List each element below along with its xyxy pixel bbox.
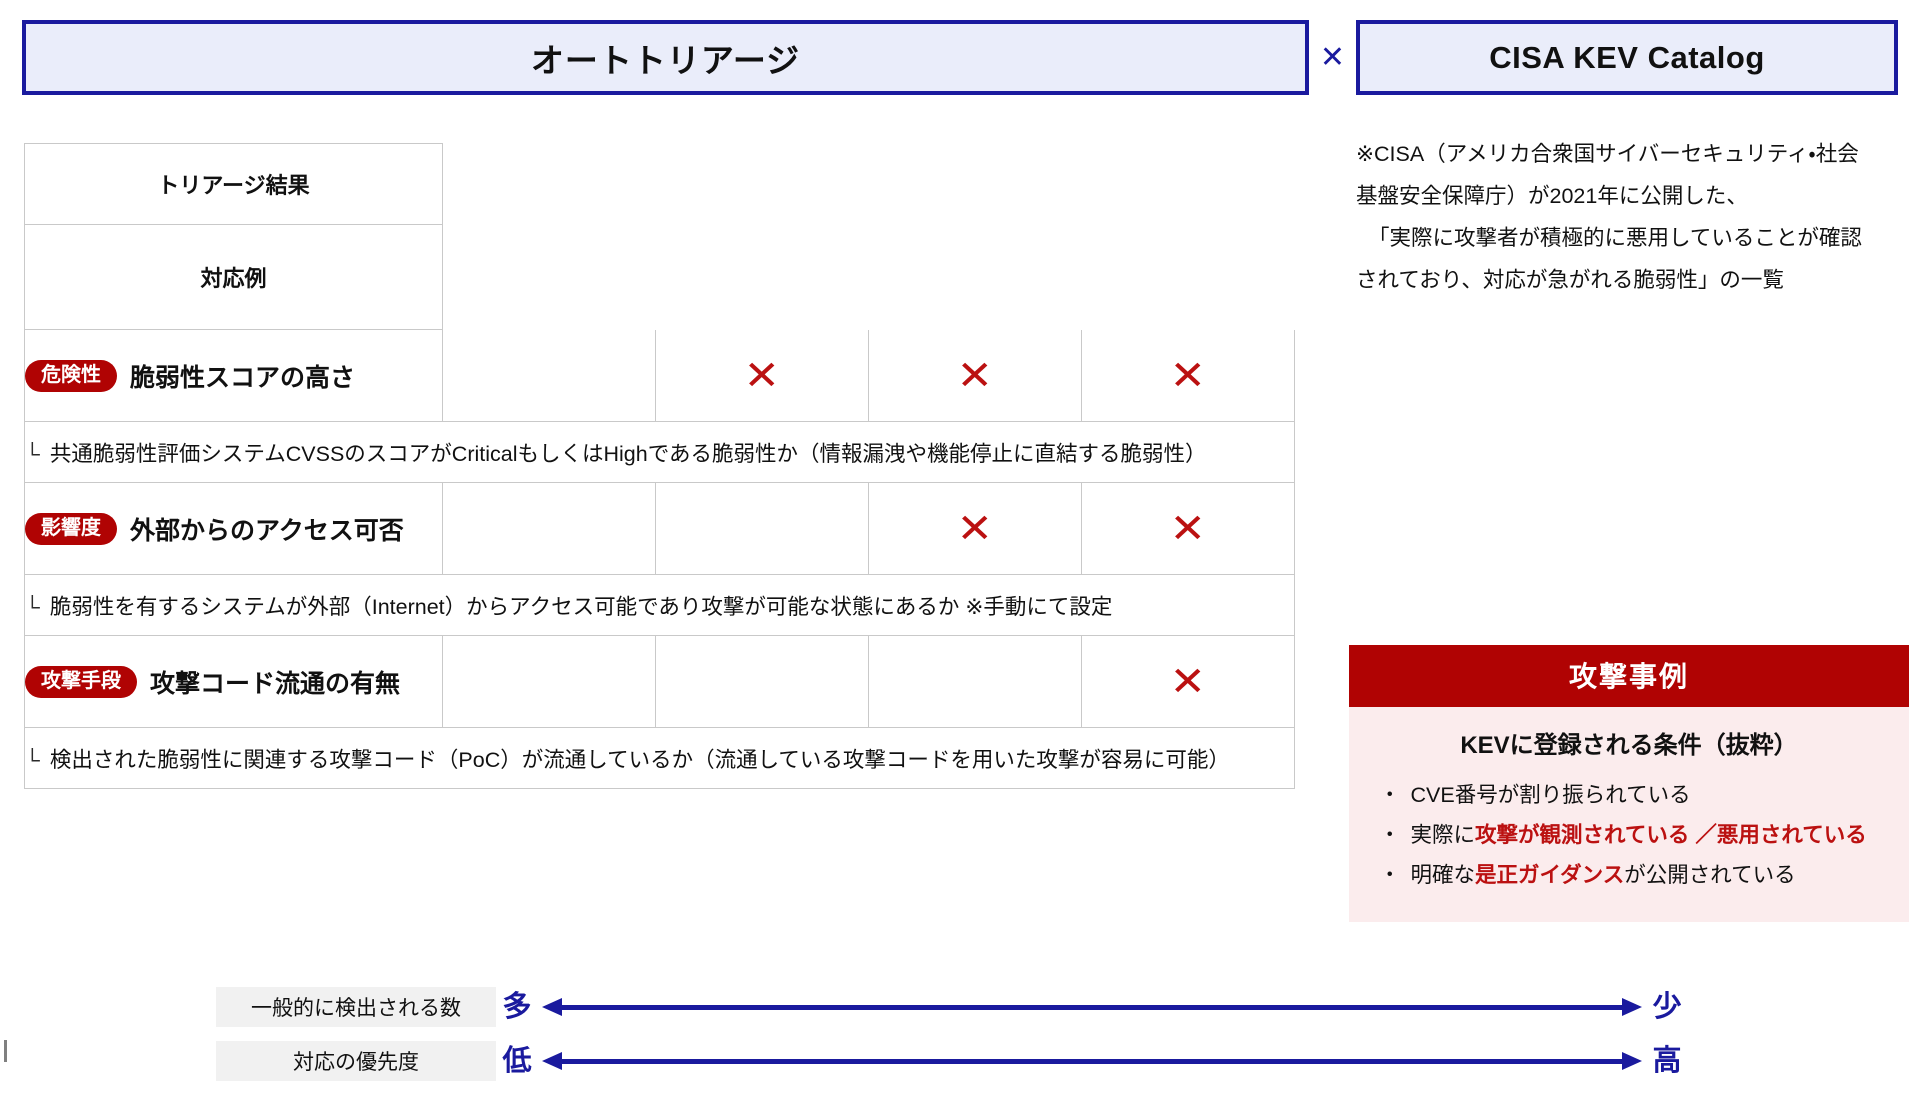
criterion-note-1: └ 脆弱性を有するシステムが外部（Internet）からアクセス可能であり攻撃が… — [24, 574, 1295, 636]
criterion-title-0: 脆弱性スコアの高さ — [130, 363, 356, 392]
column-header-immediate: Immediate — [1081, 143, 1295, 225]
times-separator-glyph: ✕ — [1319, 40, 1346, 74]
arrow-shaft — [560, 1059, 1624, 1064]
criterion-row-0: 危険性 脆弱性スコアの高さ ✕ ✕ ✕ — [24, 329, 1295, 422]
attack-case-bullet-1: ・ 実際に攻撃が観測されている ／悪用されている — [1353, 816, 1905, 856]
x-mark-icon: ✕ — [956, 353, 994, 398]
matrix-header-row: トリアージ結果 None Minor Delayed Immediate — [24, 143, 1295, 225]
criterion-badge-2: 攻撃手段 — [25, 665, 137, 698]
x-mark-icon: ✕ — [1169, 506, 1207, 551]
criterion-note-0: └ 共通脆弱性評価システムCVSSのスコアがCriticalもしくはHighであ… — [24, 421, 1295, 483]
legend-row-detection-count: 一般的に検出される数 多 少 — [216, 984, 1688, 1030]
legend-double-arrow-icon-0 — [542, 994, 1642, 1020]
legend-left-end-1: 低 — [502, 1044, 532, 1077]
criterion-badge-1: 影響度 — [25, 512, 117, 545]
criterion-title-1: 外部からのアクセス可否 — [130, 516, 404, 545]
criterion-0-mark-delayed: ✕ — [868, 329, 1082, 422]
times-separator-icon: ✕ — [1309, 20, 1356, 95]
example-delayed: 2週間以内に対処 — [868, 224, 1082, 330]
criterion-note-row-2: └ 検出された脆弱性に関連する攻撃コード（PoC）が流通しているか（流通している… — [24, 727, 1295, 789]
attack-case-bullet-text-1: 実際に攻撃が観測されている ／悪用されている — [1410, 822, 1867, 847]
legend-label-detection-count: 一般的に検出される数 — [216, 987, 496, 1027]
criterion-note-text-2: 検出された脆弱性に関連する攻撃コード（PoC）が流通しているか（流通している攻撃… — [49, 747, 1230, 772]
criterion-badge-0: 危険性 — [25, 359, 117, 392]
criterion-label-1: 影響度 外部からのアクセス可否 — [24, 482, 443, 575]
criterion-title-2: 攻撃コード流通の有無 — [150, 669, 401, 698]
criterion-label-2: 攻撃手段 攻撃コード流通の有無 — [24, 635, 443, 728]
arrow-head-left-icon — [542, 1052, 562, 1070]
cisa-description-line-1: ※CISA（アメリカ合衆国サイバーセキュリティ・社会 — [1356, 142, 1859, 166]
x-mark-icon: ✕ — [1169, 659, 1207, 704]
criterion-note-row-1: └ 脆弱性を有するシステムが外部（Internet）からアクセス可能であり攻撃が… — [24, 574, 1295, 636]
column-header-none: None — [442, 143, 656, 225]
criterion-row-2: 攻撃手段 攻撃コード流通の有無 ✕ — [24, 635, 1295, 728]
criterion-0-mark-none — [442, 329, 656, 422]
criterion-2-mark-none — [442, 635, 656, 728]
example-immediate: 日次で対処 — [1081, 224, 1295, 330]
arrow-head-left-icon — [542, 998, 562, 1016]
legend-left-end-0: 多 — [502, 990, 532, 1023]
criterion-2-mark-minor — [655, 635, 869, 728]
auto-triage-banner: オートトリアージ — [22, 20, 1309, 95]
column-header-minor: Minor — [655, 143, 869, 225]
matrix-example-row-label: 対応例 — [24, 224, 443, 330]
triage-matrix-table: トリアージ結果 None Minor Delayed Immediate 対応例… — [24, 143, 1295, 789]
arrow-shaft — [560, 1005, 1624, 1010]
auto-triage-banner-label: オートトリアージ — [530, 41, 801, 79]
bullet-dot-icon: ・ — [1379, 862, 1401, 887]
x-mark-icon: ✕ — [956, 506, 994, 551]
criterion-note-text-1: 脆弱性を有するシステムが外部（Internet）からアクセス可能であり攻撃が可能… — [49, 594, 1113, 619]
criterion-0-mark-immediate: ✕ — [1081, 329, 1295, 422]
x-mark-icon: ✕ — [743, 353, 781, 398]
legend-row-priority: 対応の優先度 低 高 — [216, 1038, 1688, 1084]
example-none: 現時点では対処しない — [442, 224, 656, 330]
criterion-0-mark-minor: ✕ — [655, 329, 869, 422]
cisa-kev-catalog-banner: CISA KEV Catalog — [1356, 20, 1898, 95]
bullet-dot-icon: ・ — [1379, 783, 1401, 807]
criterion-2-mark-immediate: ✕ — [1081, 635, 1295, 728]
attack-case-bullet-2: ・ 明確な是正ガイダンスが公開されている — [1353, 856, 1905, 896]
cisa-description-line-4: されており、対応が急がれる脆弱性」の一覧 — [1356, 267, 1784, 292]
bullet-dot-icon: ・ — [1379, 822, 1401, 847]
criterion-1-mark-minor — [655, 482, 869, 575]
arrow-head-right-icon — [1622, 998, 1642, 1016]
criterion-note-row-0: └ 共通脆弱性評価システムCVSSのスコアがCriticalもしくはHighであ… — [24, 421, 1295, 483]
attack-case-box-body: KEVに登録される条件（抜粋） ・ CVE番号が割り振られている ・ 実際に攻撃… — [1349, 707, 1909, 922]
legend-label-priority: 対応の優先度 — [216, 1041, 496, 1081]
cisa-description-line-3: 「実際に攻撃者が積極的に悪用していることが確認 — [1368, 225, 1862, 250]
arrow-head-right-icon — [1622, 1052, 1642, 1070]
criterion-1-mark-immediate: ✕ — [1081, 482, 1295, 575]
page-edge-marker — [4, 1040, 7, 1062]
criterion-1-mark-delayed: ✕ — [868, 482, 1082, 575]
elbow-icon: └ — [25, 595, 40, 619]
elbow-icon: └ — [25, 442, 40, 466]
criterion-2-mark-delayed — [868, 635, 1082, 728]
cisa-kev-catalog-banner-label: CISA KEV Catalog — [1489, 39, 1765, 75]
matrix-header-row-label: トリアージ結果 — [24, 143, 443, 225]
cisa-description-line-2: 基盤安全保障庁）が2021年に公開した、 — [1356, 183, 1748, 208]
column-header-delayed: Delayed — [868, 143, 1082, 225]
attack-case-box-subtitle: KEVに登録される条件（抜粋） — [1460, 732, 1798, 759]
example-minor: 定期メンテナンスで対処 — [655, 224, 869, 330]
attack-case-bullet-text-0: CVE番号が割り振られている — [1410, 783, 1691, 807]
attack-case-bullet-0: ・ CVE番号が割り振られている — [1353, 776, 1905, 816]
legend-right-end-1: 高 — [1652, 1044, 1682, 1077]
criterion-note-2: └ 検出された脆弱性に関連する攻撃コード（PoC）が流通しているか（流通している… — [24, 727, 1295, 789]
legend-right-end-0: 少 — [1652, 990, 1682, 1023]
elbow-icon: └ — [25, 748, 40, 772]
legend-double-arrow-icon-1 — [542, 1048, 1642, 1074]
criterion-row-1: 影響度 外部からのアクセス可否 ✕ ✕ — [24, 482, 1295, 575]
criterion-1-mark-none — [442, 482, 656, 575]
attack-case-box-title: 攻撃事例 — [1349, 645, 1909, 707]
cisa-description: ※CISA（アメリカ合衆国サイバーセキュリティ・社会 基盤安全保障庁）が2021… — [1356, 134, 1916, 302]
criterion-label-0: 危険性 脆弱性スコアの高さ — [24, 329, 443, 422]
criterion-note-text-0: 共通脆弱性評価システムCVSSのスコアがCriticalもしくはHighである脆… — [49, 441, 1207, 466]
attack-case-bullet-text-2: 明確な是正ガイダンスが公開されている — [1410, 862, 1796, 887]
matrix-example-row: 対応例 現時点では対処しない 定期メンテナンスで対処 2週間以内に対処 日次で対… — [24, 224, 1295, 330]
attack-case-box: 攻撃事例 KEVに登録される条件（抜粋） ・ CVE番号が割り振られている ・ … — [1349, 645, 1909, 922]
x-mark-icon: ✕ — [1169, 353, 1207, 398]
